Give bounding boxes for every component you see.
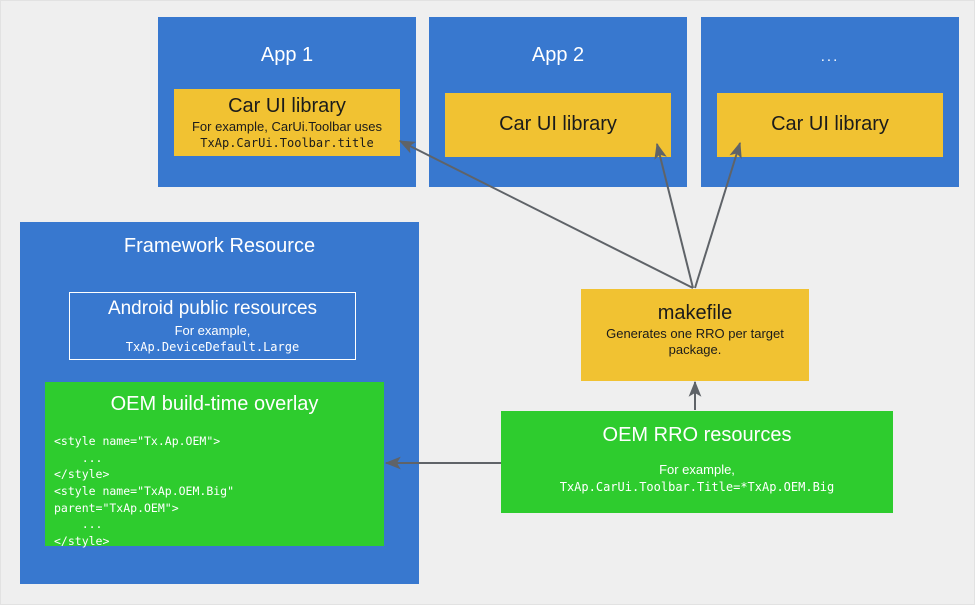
app-3-car-ui-library: Car UI library: [717, 93, 943, 157]
oem-build-time-overlay-title: OEM build-time overlay: [110, 393, 319, 415]
oem-build-time-overlay-code: <style name="Tx.Ap.OEM"> ... </style> <s…: [54, 434, 235, 549]
makefile-subtitle: Generates one RRO per target package.: [606, 326, 784, 358]
app-1-car-ui-library: Car UI library For example, CarUi.Toolba…: [174, 89, 400, 156]
oem-rro-resources-box: OEM RRO resources For example, TxAp.CarU…: [501, 411, 893, 513]
android-public-resources-box: Android public resources For example, Tx…: [69, 292, 356, 360]
framework-resource-title: Framework Resource: [123, 235, 316, 257]
app-1-title: App 1: [260, 44, 314, 66]
makefile-title: makefile: [657, 302, 733, 324]
makefile-box: makefile Generates one RRO per target pa…: [581, 289, 809, 381]
app-2-title: App 2: [531, 44, 585, 66]
android-public-resources-title: Android public resources: [107, 298, 318, 319]
app-2-library-title: Car UI library: [499, 113, 617, 135]
oem-rro-resources-code: TxAp.CarUi.Toolbar.Title=*TxAp.OEM.Big: [559, 480, 835, 494]
app-2-car-ui-library: Car UI library: [445, 93, 671, 157]
oem-build-time-overlay-box: OEM build-time overlay <style name="Tx.A…: [45, 382, 384, 548]
oem-rro-resources-subtitle: For example,: [659, 462, 735, 477]
app-3-library-title: Car UI library: [771, 113, 889, 135]
android-public-resources-code: TxAp.DeviceDefault.Large: [125, 340, 300, 354]
app-1-library-subtitle: For example, CarUi.Toolbar uses: [191, 119, 383, 134]
app-3-title: ...: [820, 48, 840, 65]
android-public-resources-subtitle: For example,: [174, 323, 251, 338]
app-1-library-title: Car UI library: [228, 95, 346, 117]
app-1-library-code: TxAp.CarUi.Toolbar.title: [200, 136, 374, 150]
oem-rro-resources-title: OEM RRO resources: [602, 424, 792, 446]
